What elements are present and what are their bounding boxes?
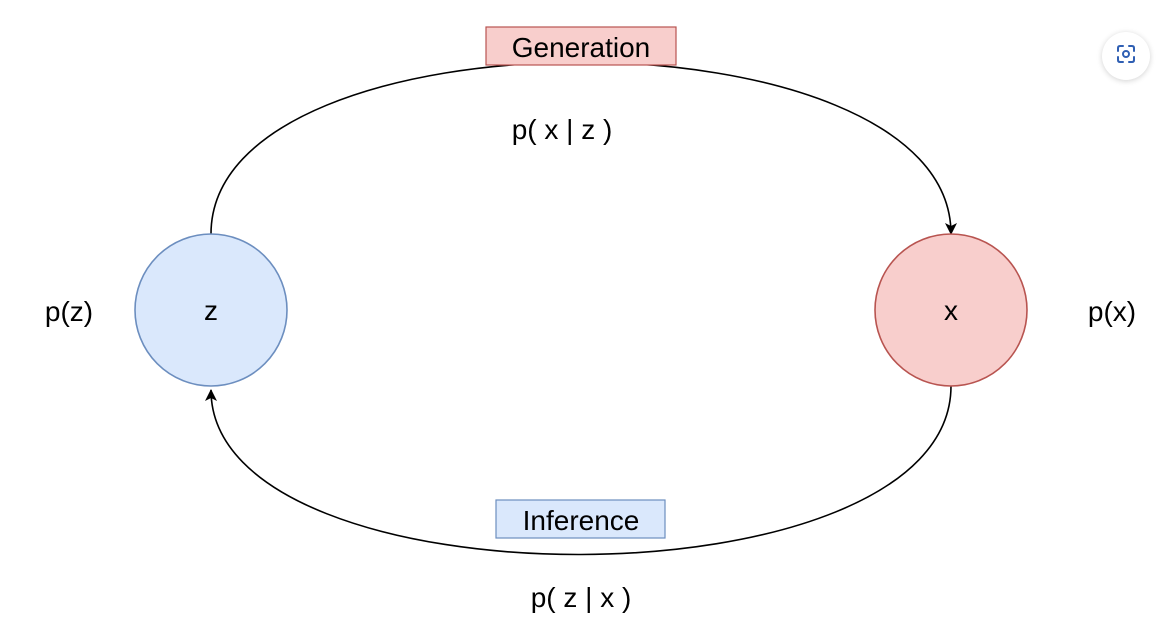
inference-probability: p( z | x ): [531, 582, 632, 613]
node-x-label: x: [944, 295, 958, 326]
node-z-label: z: [204, 295, 218, 326]
generation-probability: p( x | z ): [512, 114, 613, 145]
node-x: [874, 233, 1028, 387]
inference-edge: [205, 385, 952, 556]
generation-label-box: [485, 26, 677, 66]
node-z: [134, 233, 288, 387]
inference-label: Inference: [523, 505, 640, 536]
prior-z-label: p(z): [45, 296, 93, 327]
generation-edge: [210, 61, 957, 235]
marginal-x-label: p(x): [1088, 296, 1136, 327]
generation-label: Generation: [512, 32, 651, 63]
zoom-button[interactable]: [1102, 32, 1150, 80]
zoom-icon: [1114, 42, 1138, 71]
inference-label-box: [495, 499, 666, 539]
